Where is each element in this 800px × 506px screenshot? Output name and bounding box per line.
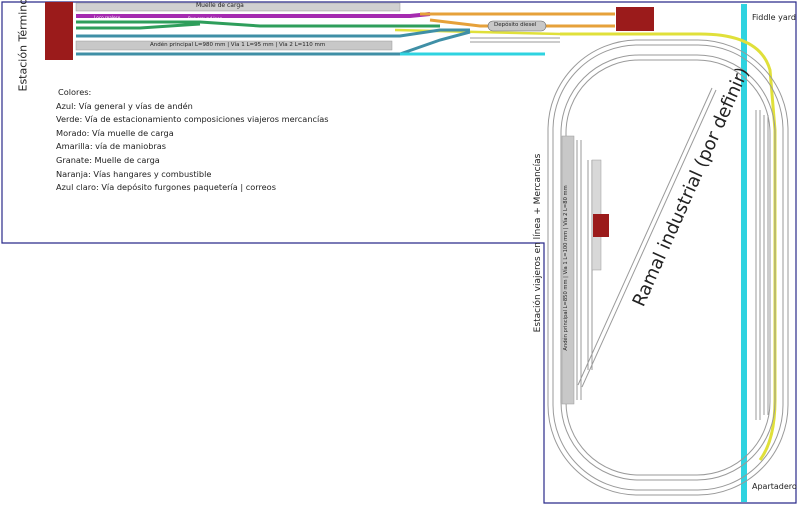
oval-loop [547, 39, 789, 496]
legend-item: Morado: Vía muelle de carga [56, 127, 174, 138]
shunting-track-yellow-2 [394, 28, 561, 36]
legend-item: Naranja: Vías hangares y combustible [56, 168, 212, 179]
apartadero-label: Apartadero [752, 482, 797, 491]
diesel-depot-label: Depósito diesel [494, 22, 537, 28]
legend-title: Colores: [58, 87, 92, 97]
diesel-depot-box [487, 20, 547, 32]
run-around-label: Run around loop [188, 16, 223, 21]
line-station-tracks [576, 140, 593, 400]
shunting-track-yellow [560, 32, 777, 461]
loco-release-label: Loco realese [94, 15, 121, 20]
terminal-station-label: Estación Término [16, 0, 30, 92]
fiddle-yard-tracks [755, 110, 769, 420]
freight-dock-label: Muelle de carga [196, 2, 244, 9]
platform-line-station [561, 135, 575, 405]
color-legend: Colores: Azul: Vía general y vías de and… [56, 86, 329, 195]
main-platform-top-label: Andén principal L=980 mm | Vía 1 L=95 mm… [150, 42, 326, 48]
hangar-building [616, 7, 654, 31]
parking-tracks-green [76, 20, 440, 30]
line-station-label: Estación viajeros en línea + Mercancías [533, 153, 543, 333]
hangar-tracks-orange [420, 12, 615, 28]
terminal-building [45, 2, 73, 60]
through-tracks [470, 37, 560, 43]
dock-track-purple [76, 12, 431, 18]
fiddle-yard-label: Fiddle yard [752, 13, 796, 22]
freight-shed-line [593, 214, 609, 237]
industrial-branch [577, 87, 717, 388]
legend-item: Azul claro: Vía depósito furgones paquet… [56, 182, 276, 193]
main-platform-line-label: Andén principal L=850 mm | Vía 1 L=100 m… [563, 185, 569, 351]
legend-item: Verde: Vía de estacionamiento composicio… [56, 114, 329, 125]
general-tracks-blue [76, 28, 471, 56]
legend-item: Azul: Vía general y vías de andén [56, 100, 193, 111]
platform-terminal [75, 40, 393, 51]
legend-item: Granate: Muelle de carga [56, 154, 160, 165]
legend-item: Amarilla: vía de maniobras [56, 141, 167, 152]
freight-dock-platform [75, 2, 401, 12]
light-blue-divider [741, 4, 747, 502]
